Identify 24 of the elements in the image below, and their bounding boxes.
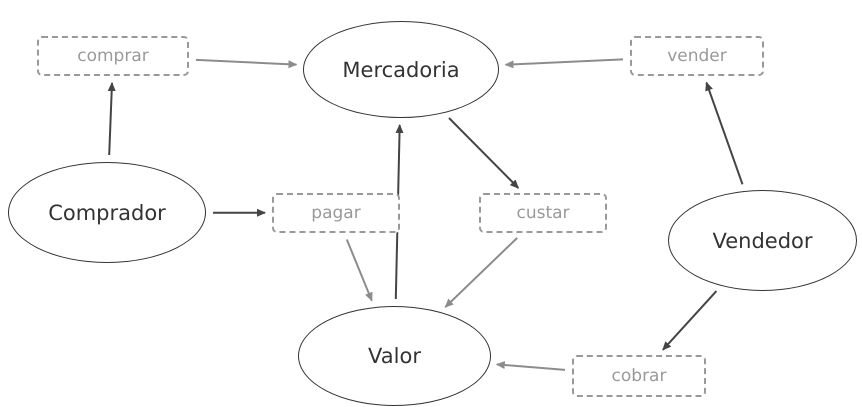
arrow: [346, 239, 373, 302]
node-label: custar: [516, 203, 570, 223]
node-label: comprar: [77, 46, 149, 66]
node-label: Vendedor: [712, 228, 813, 252]
arrow: [196, 58, 298, 68]
node-label: Valor: [368, 344, 421, 368]
arrow: [504, 58, 624, 68]
node-label: cobrar: [612, 366, 666, 386]
dashed-box: [630, 36, 764, 76]
arrow: [213, 208, 266, 217]
arrow: [705, 82, 744, 185]
node-label: vender: [667, 46, 727, 66]
arrow: [448, 117, 520, 189]
dashed-box: [272, 193, 400, 233]
dashed-box: [479, 193, 607, 233]
arrow: [662, 290, 718, 351]
arrow: [444, 237, 518, 308]
node-label: pagar: [311, 203, 361, 223]
node-label: Comprador: [48, 200, 166, 224]
arrow: [108, 82, 116, 156]
node-label: Mercadoria: [342, 58, 460, 82]
arrow: [496, 361, 566, 371]
dashed-box: [37, 36, 189, 76]
dashed-box: [572, 355, 706, 397]
